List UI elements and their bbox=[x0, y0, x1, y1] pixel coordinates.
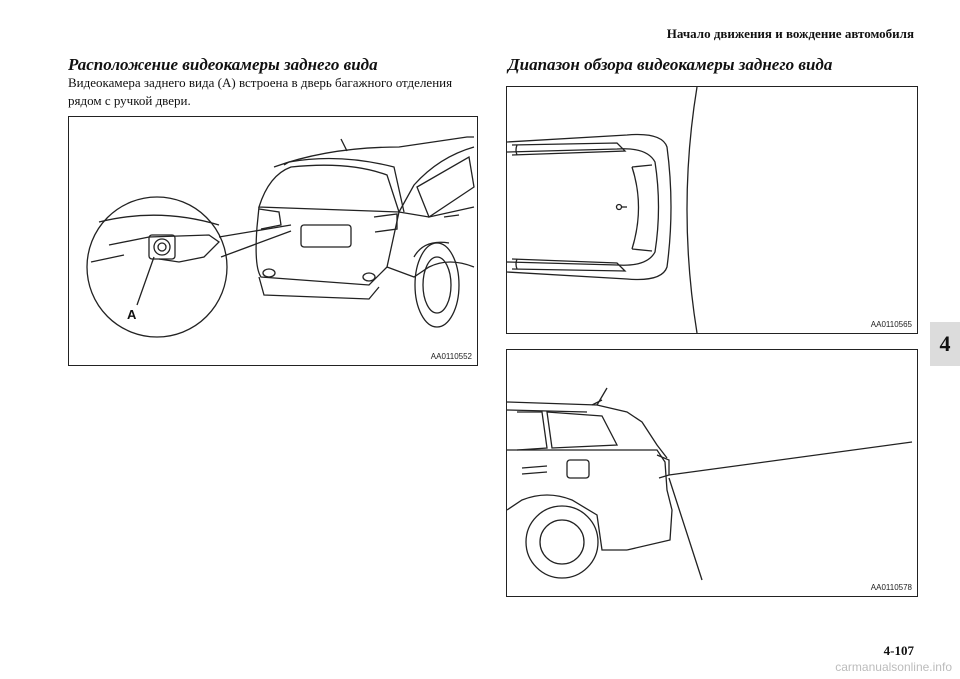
camera-location-figure: A AA0110552 bbox=[68, 116, 478, 366]
side-view-figure: AA0110578 bbox=[506, 349, 918, 597]
top-view-figure: AA0110565 bbox=[506, 86, 918, 334]
watermark: carmanualsonline.info bbox=[835, 660, 952, 674]
running-header: Начало движения и вождение автомобиля bbox=[666, 26, 914, 41]
chapter-tab: 4 bbox=[930, 322, 960, 366]
page-number: 4-107 bbox=[883, 643, 914, 658]
top-view-illustration bbox=[507, 87, 698, 333]
camera-range-title: Диапазон обзора видеокамеры заднего вида bbox=[508, 55, 833, 74]
rear-car-illustration: A bbox=[86, 136, 475, 338]
figure-code: AA0110578 bbox=[870, 583, 912, 592]
callout-a-label: A bbox=[127, 307, 137, 322]
figure-code: AA0110552 bbox=[430, 352, 472, 361]
side-view-illustration bbox=[507, 387, 913, 581]
camera-location-title: Расположение видеокамеры заднего вида bbox=[68, 55, 378, 74]
camera-location-paragraph: Видеокамера заднего вида (A) встроена в … bbox=[68, 75, 453, 108]
figure-code: AA0110565 bbox=[870, 320, 912, 329]
